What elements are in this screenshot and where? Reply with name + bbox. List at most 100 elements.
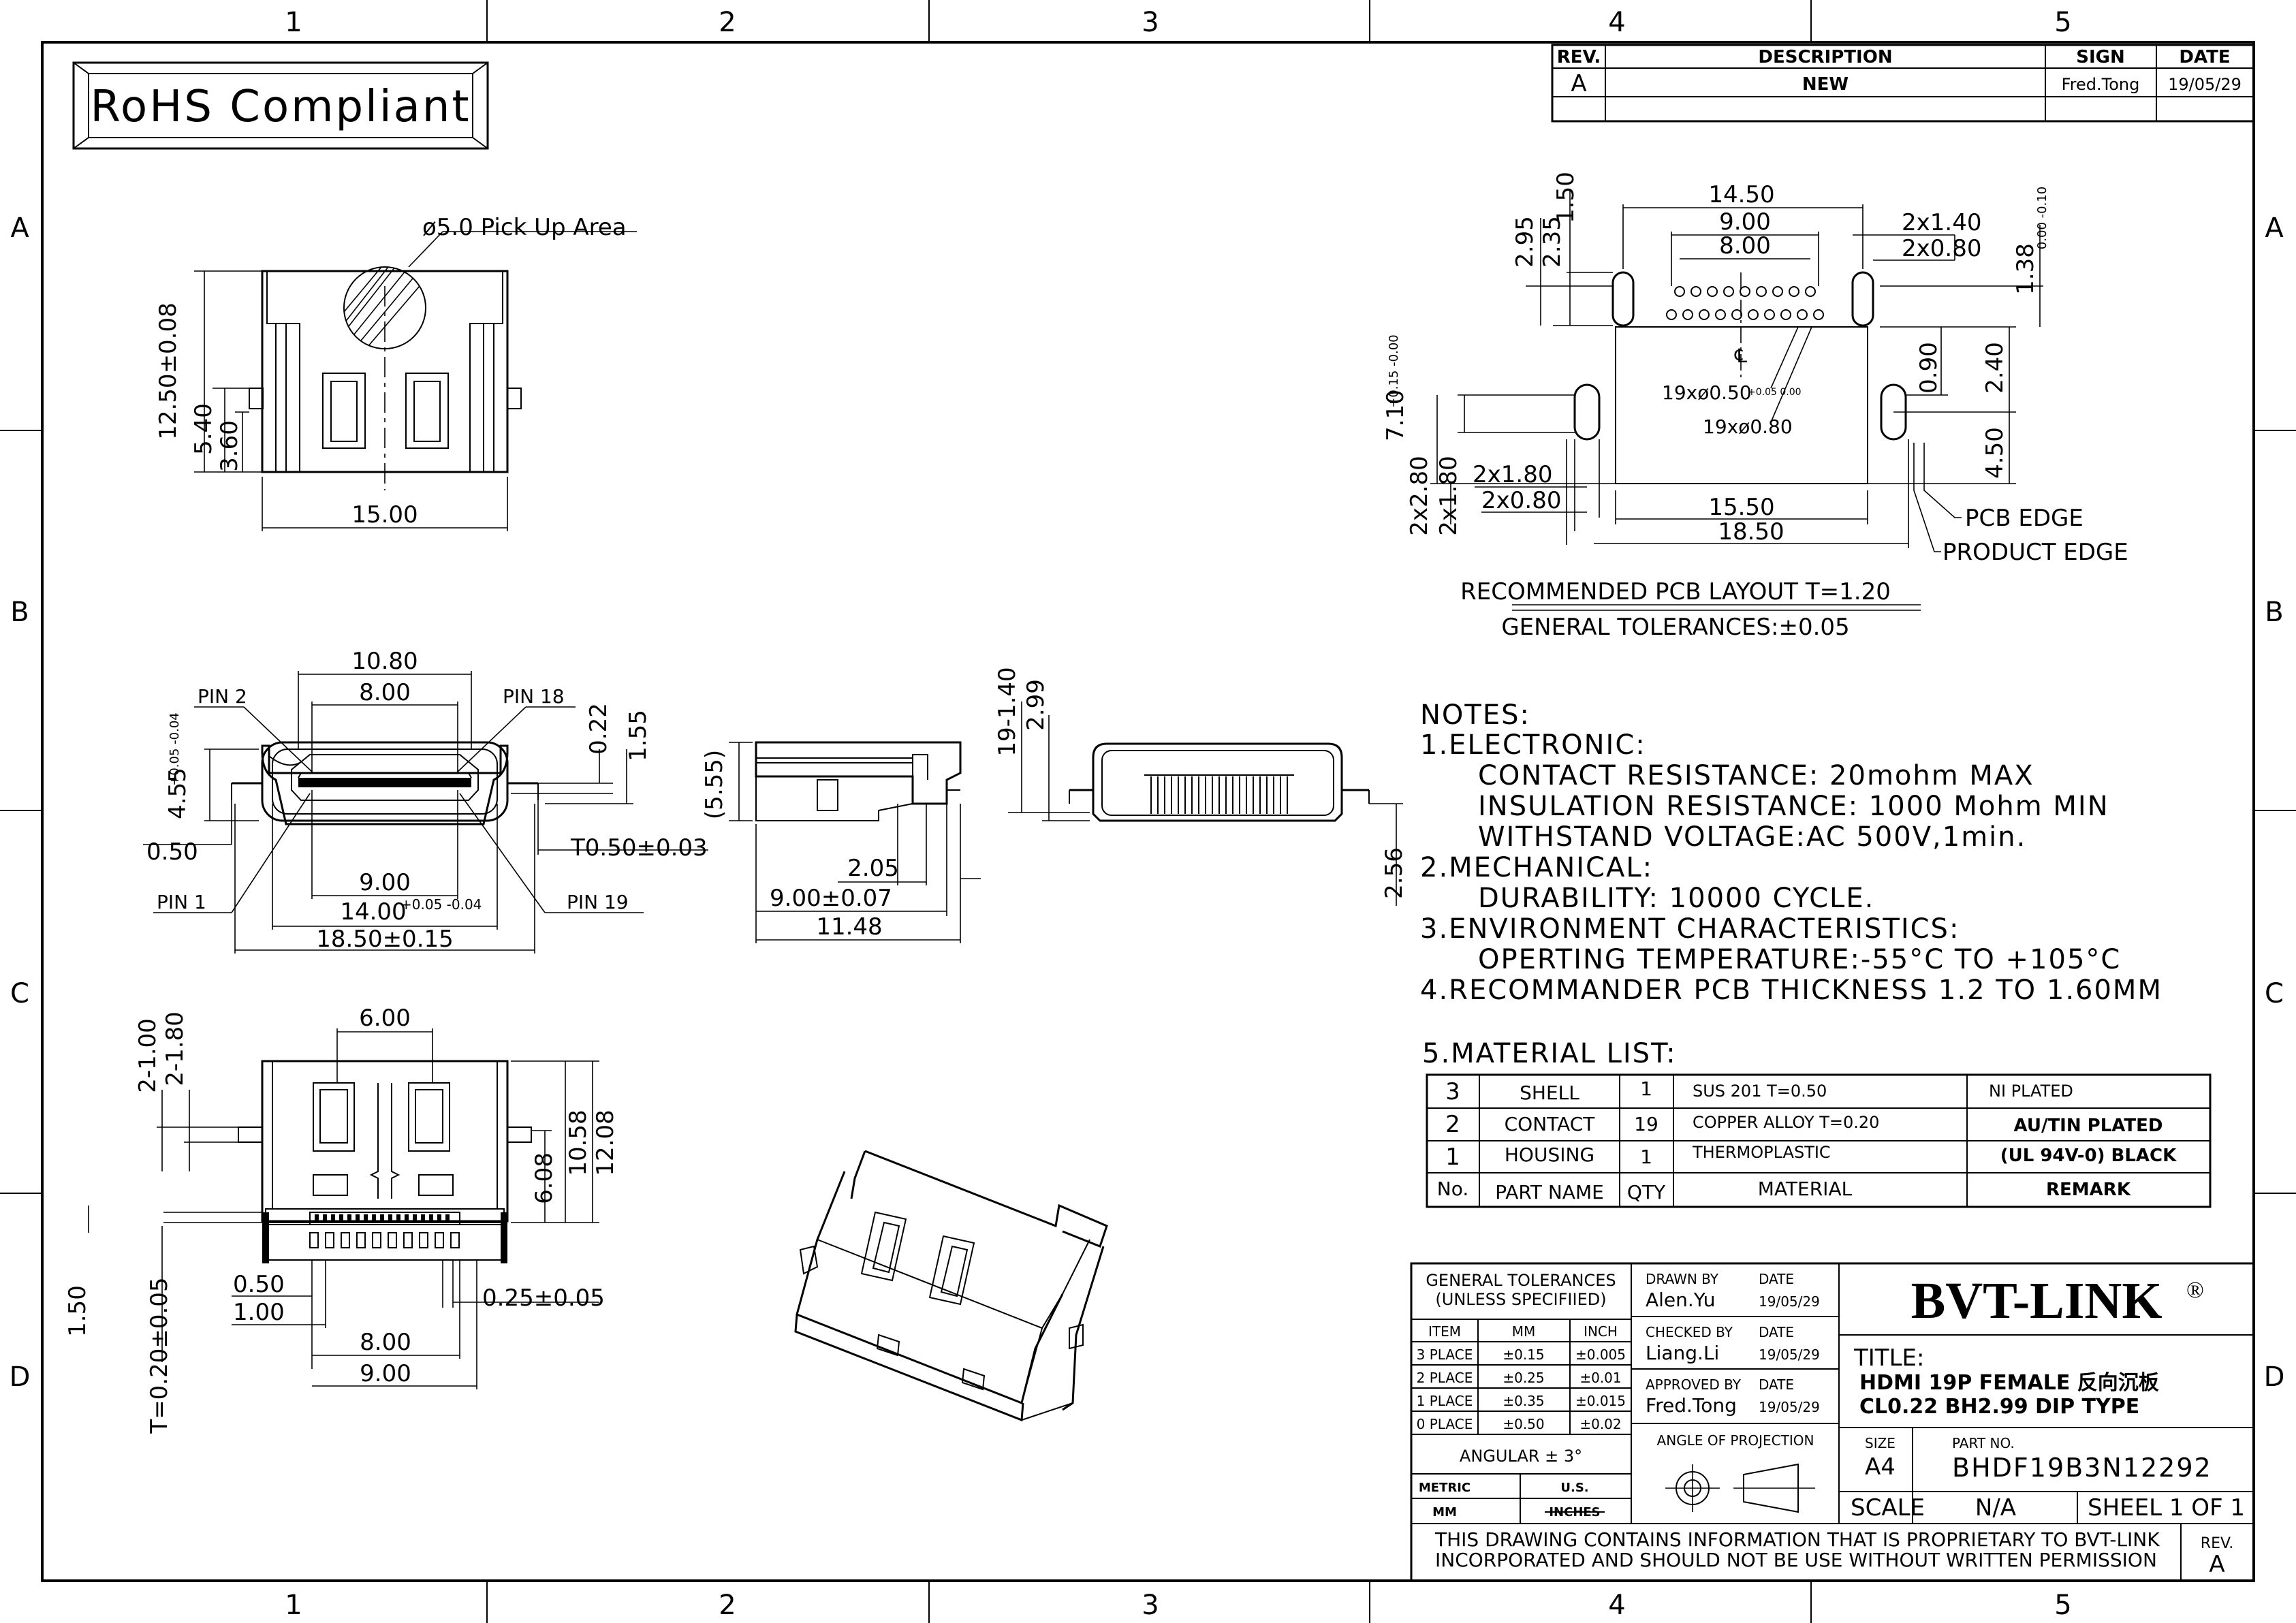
- pcb-holes-a: 19xø0.50: [1662, 381, 1752, 404]
- date-value: 19/05/29: [2168, 75, 2242, 94]
- notice-line-2: INCORPORATED AND SHOULD NOT BE USE WITHO…: [1435, 1549, 2157, 1571]
- part-no-value: BHDF19B3N12292: [1952, 1453, 2212, 1483]
- tol-r3-inch: ±0.015: [1575, 1393, 1626, 1409]
- bottom-dim-9-00: 9.00: [360, 1360, 411, 1387]
- notice-line-1: THIS DRAWING CONTAINS INFORMATION THAT I…: [1434, 1528, 2160, 1551]
- col-label-3-bottom: 3: [1142, 1590, 1160, 1621]
- mat-row1-qty: 1: [1640, 1077, 1652, 1100]
- approved-date-label: DATE: [1759, 1376, 1794, 1393]
- pcb-dim-8-00: 8.00: [1719, 232, 1771, 259]
- col-label-4-bottom: 4: [1608, 1590, 1626, 1621]
- bottom-dim-6-08: 6.08: [531, 1152, 558, 1204]
- pcb-dim-2-95: 2.95: [1511, 216, 1539, 268]
- tol-r2-mm: ±0.25: [1503, 1370, 1544, 1386]
- pcb-hole-row: [1666, 286, 1824, 320]
- bottom-dim-8-00: 8.00: [360, 1329, 411, 1356]
- note-line-6: DURABILITY: 10000 CYCLE.: [1478, 883, 1874, 914]
- note-line-3: INSULATION RESISTANCE: 1000 Mohm MIN: [1478, 791, 2109, 822]
- pcb-dim-4-50: 4.50: [1981, 427, 2009, 479]
- tol-r2-inch: ±0.01: [1579, 1370, 1621, 1386]
- note-line-7: 3.ENVIRONMENT CHARACTERISTICS:: [1420, 913, 1960, 945]
- title-block: GENERAL TOLERANCES (UNLESS SPECIFIIED) I…: [1410, 1262, 2255, 1582]
- dim-3-60: 3.60: [216, 420, 243, 472]
- drawn-date: 19/05/29: [1759, 1293, 1820, 1310]
- mat-row3-no: 1: [1445, 1144, 1460, 1171]
- angle-projection-label: ANGLE OF PROJECTION: [1657, 1432, 1814, 1449]
- dim-12-50: 12.50±0.08: [155, 302, 182, 440]
- mat-row2-material: COPPER ALLOY T=0.20: [1693, 1113, 1879, 1132]
- rear-dim-19-1-40: 19-1.40: [994, 667, 1021, 756]
- title-label: TITLE:: [1853, 1344, 1924, 1372]
- rear-dim-2-99: 2.99: [1022, 679, 1050, 731]
- pcb-dim-2-40: 2.40: [1981, 342, 2009, 394]
- pickup-area-label: ø5.0 Pick Up Area: [422, 214, 627, 241]
- note-line-9: 4.RECOMMANDER PCB THICKNESS 1.2 TO 1.60M…: [1420, 975, 2163, 1006]
- tol-r3-item: 1 PLACE: [1417, 1393, 1473, 1409]
- tol-head-item: ITEM: [1428, 1323, 1461, 1340]
- tol-r4-item: 0 PLACE: [1417, 1416, 1473, 1432]
- col-label-2-bottom: 2: [719, 1590, 737, 1621]
- row-label-a: A: [10, 212, 30, 244]
- pcb-edge-label: PCB EDGE: [1965, 505, 2083, 532]
- approved-by-name: Fred.Tong: [1646, 1394, 1737, 1417]
- notes-title: NOTES:: [1420, 699, 1530, 731]
- row-label-d: D: [10, 1361, 32, 1393]
- mat-row1-part: SHELL: [1520, 1082, 1579, 1104]
- note-line-4: WITHSTAND VOLTAGE:AC 500V,1min.: [1478, 821, 2026, 853]
- bottom-dim-2-1-00: 2-1.00: [134, 1018, 161, 1093]
- col-label-3: 3: [1142, 7, 1160, 38]
- pcb-dim-1-38-tol: 0.00 -0.10: [2035, 187, 2049, 249]
- rohs-text: RoHS Compliant: [90, 82, 471, 132]
- scale-value: N/A: [1975, 1494, 2016, 1522]
- pcb-dim-1-38: 1.38: [2012, 243, 2039, 295]
- part-no-label: PART NO.: [1952, 1435, 2015, 1451]
- frame-labels: 1 2 3 4 5 1 2 3 4 5 A B C D A B C D: [10, 7, 2285, 1621]
- pcb-layout-caption: RECOMMENDED PCB LAYOUT T=1.20: [1460, 578, 1891, 605]
- mat-header-qty: QTY: [1627, 1181, 1666, 1203]
- pin1-label: PIN 1: [157, 891, 206, 913]
- angular-label: ANGULAR ± 3°: [1460, 1447, 1582, 1466]
- sign-value: Fred.Tong: [2062, 75, 2140, 94]
- side-dim-5-55: (5.55): [701, 750, 728, 819]
- mat-row1-no: 3: [1445, 1078, 1460, 1105]
- tol-r4-inch: ±0.02: [1579, 1416, 1621, 1432]
- col-label-1: 1: [285, 7, 303, 38]
- top-view: ø5.0 Pick Up Area 12.50±0.08 5.40 3.60 1…: [155, 214, 637, 531]
- material-title: 5.MATERIAL LIST:: [1422, 1038, 1677, 1069]
- mat-row3-remark: (UL 94V-0) BLACK: [2000, 1146, 2177, 1166]
- checked-by-label: CHECKED BY: [1646, 1324, 1733, 1340]
- title-line-1: HDMI 19P FEMALE 反向沉板: [1859, 1371, 2159, 1395]
- pcb-dim-2x1-40: 2x1.40: [1902, 209, 1981, 236]
- checked-by-name: Liang.Li: [1646, 1342, 1719, 1364]
- pcb-dim-0-90: 0.90: [1915, 342, 1943, 394]
- side-view: (5.55) 2.05 9.00±0.07 11.48: [701, 741, 981, 943]
- sign-header: SIGN: [2076, 47, 2125, 67]
- row-label-b: B: [10, 597, 30, 628]
- pcb-dim-2x0-80-top: 2x0.80: [1902, 235, 1981, 262]
- scale-label: SCALE: [1851, 1494, 1925, 1522]
- pcb-dim-2-35: 2.35: [1539, 216, 1566, 268]
- col-label-5: 5: [2054, 7, 2073, 38]
- pcb-dim-7-10: 7.10: [1382, 390, 1409, 441]
- mat-row3-material: THERMOPLASTIC: [1692, 1143, 1831, 1162]
- bottom-pin-row: [315, 1214, 450, 1223]
- brand-registered-mark: ®: [2186, 1278, 2204, 1303]
- bottom-dim-t0-20: T=0.20±0.05: [146, 1277, 173, 1434]
- front-dim-4-55: 4.55: [164, 768, 191, 819]
- row-label-a-right: A: [2265, 212, 2284, 244]
- description-header: DESCRIPTION: [1758, 47, 1892, 67]
- rear-view: 19-1.40 2.99 2.56: [994, 667, 1408, 906]
- bottom-pin-row-2: [309, 1232, 460, 1248]
- rev-value: A: [1571, 70, 1586, 97]
- mat-header-remark: REMARK: [2046, 1180, 2131, 1200]
- pcb-dim-14-50: 14.50: [1708, 181, 1774, 208]
- projection-symbol-icon: [1665, 1463, 1815, 1513]
- mat-row2-remark: AU/TIN PLATED: [2014, 1116, 2163, 1136]
- note-line-1: 1.ELECTRONIC:: [1420, 729, 1646, 761]
- row-label-c-right: C: [2265, 978, 2285, 1009]
- note-line-2: CONTACT RESISTANCE: 20mohm MAX: [1478, 760, 2034, 791]
- drawn-by-name: Alen.Yu: [1646, 1289, 1715, 1311]
- bottom-dim-12-08: 12.08: [592, 1109, 619, 1176]
